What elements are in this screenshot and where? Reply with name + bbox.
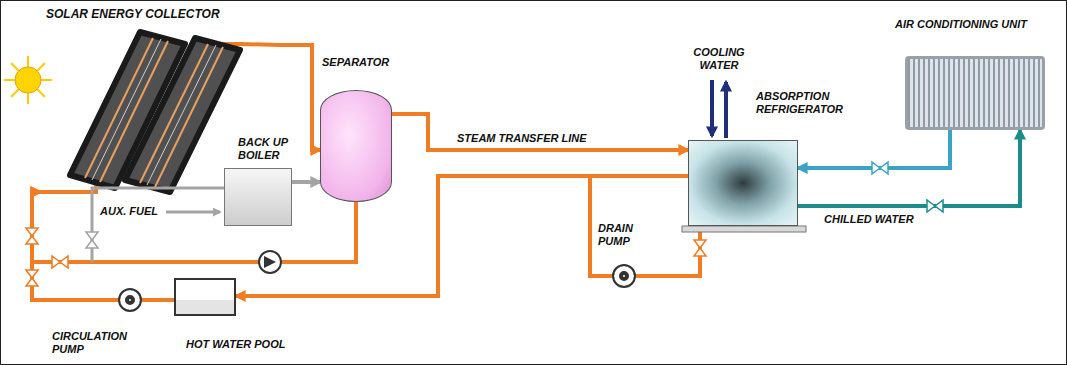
pipe-connector xyxy=(236,176,612,296)
valve-symbol xyxy=(927,200,943,212)
edge-label: STEAM TRANSFER LINE xyxy=(455,132,589,145)
aux-fuel-label: AUX. FUEL xyxy=(100,205,158,218)
pipe-connector xyxy=(392,114,688,150)
pipe-connector xyxy=(280,45,320,150)
pump-symbol: DRAIN PUMP xyxy=(596,222,652,290)
node-label: SEPARATOR xyxy=(322,56,389,69)
pump-symbol: CIRCULATION PUMP xyxy=(52,286,148,362)
solar-panel xyxy=(70,32,185,188)
refrigerator-base xyxy=(682,226,806,232)
node-label: DRAIN PUMP xyxy=(598,222,648,248)
cooling-water-out xyxy=(724,82,728,138)
pipe-connector xyxy=(292,180,320,184)
absorption-refrigerator xyxy=(688,140,798,226)
valve-symbol xyxy=(872,162,888,174)
node-label: SOLAR ENERGY COLLECTOR xyxy=(46,8,220,21)
absorption-refrigerator: ABSORPTION REFRIGERATOR xyxy=(686,90,876,230)
cooling-water-label: COOLING WATER xyxy=(688,46,750,72)
pump-symbol xyxy=(259,251,281,273)
return-line xyxy=(590,174,688,178)
hot-water-pool xyxy=(174,278,236,316)
boiler-feed-line xyxy=(92,188,224,262)
separator-vessel: SEPARATOR xyxy=(318,56,418,204)
boiler-box: BACK UP BOILER xyxy=(222,136,294,232)
hot-water-pool: HOT WATER POOL xyxy=(172,276,307,358)
pump-symbol xyxy=(264,256,276,268)
air-conditioning-unit xyxy=(905,56,1045,130)
pipe-connector xyxy=(798,130,1020,206)
valve-symbol xyxy=(86,232,98,248)
node-label: AIR CONDITIONING UNIT xyxy=(895,18,1027,31)
boiler-box xyxy=(224,168,292,226)
pump-symbol xyxy=(118,288,142,312)
cooling-water-in xyxy=(710,80,714,136)
sun xyxy=(4,56,52,104)
node-label: BACK UP BOILER xyxy=(238,136,294,162)
aux-fuel-arrow xyxy=(166,211,220,214)
pipe-connector xyxy=(798,130,950,168)
node-label: ABSORPTION REFRIGERATOR xyxy=(756,90,866,116)
air-conditioning-unit: AIR CONDITIONING UNIT xyxy=(895,18,1062,134)
pipe-connector xyxy=(32,192,356,262)
separator-vessel xyxy=(320,90,392,202)
node-label: CIRCULATION PUMP xyxy=(52,330,142,356)
pipe-connector xyxy=(142,298,174,302)
node-label: HOT WATER POOL xyxy=(186,338,285,351)
collector-inlet xyxy=(40,182,96,192)
sun xyxy=(15,67,41,93)
pipe-connector xyxy=(636,226,700,276)
pump-symbol xyxy=(612,264,636,288)
edge-label: CHILLED WATER xyxy=(822,213,916,226)
